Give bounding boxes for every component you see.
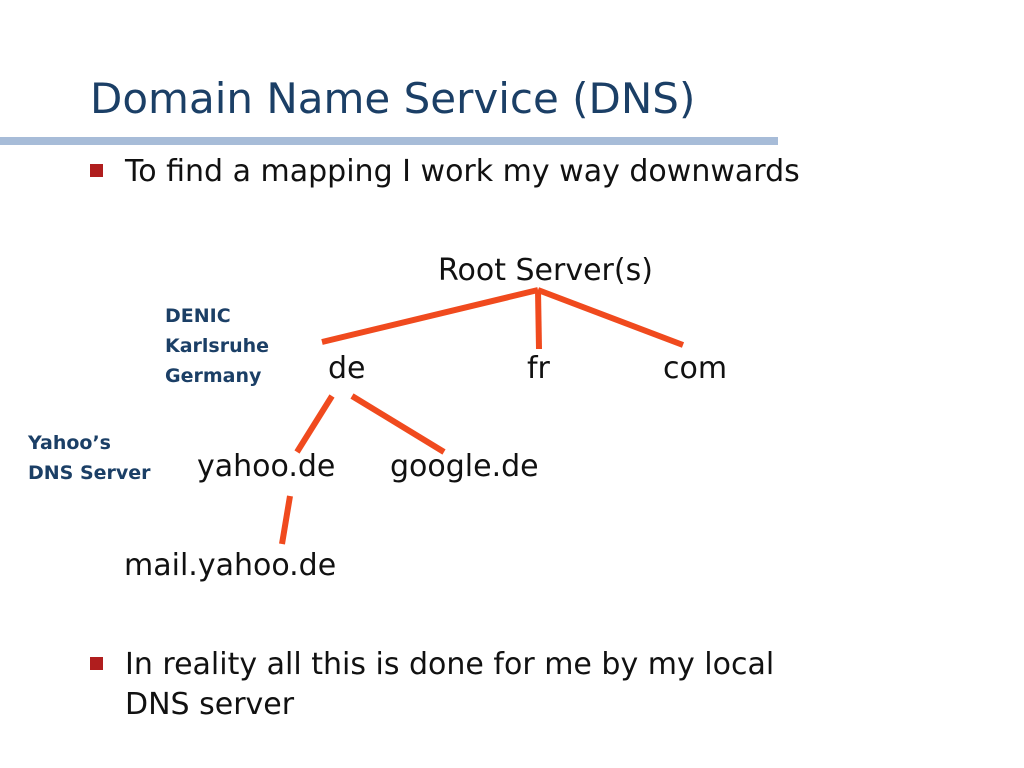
denic-annotation: DENIC Karlsruhe Germany [165, 301, 269, 391]
edge-root-de [321, 287, 539, 345]
slide-title: Domain Name Service (DNS) [90, 74, 696, 123]
bullet-text: To find a mapping I work my way downward… [125, 154, 800, 189]
square-bullet-icon [90, 164, 103, 177]
edge-root-fr [535, 289, 542, 350]
square-bullet-icon [90, 657, 103, 670]
domain-node-yahoo: yahoo.de [197, 449, 336, 484]
annotation-line: Karlsruhe [165, 335, 270, 357]
annotation-line: DENIC [165, 305, 231, 327]
root-server-node: Root Server(s) [438, 253, 653, 288]
bullet-text-line: In reality all this is done for me by my… [125, 647, 775, 682]
edge-root-com [536, 287, 685, 348]
bullet-text: In reality all this is done for me by my… [125, 645, 774, 725]
tld-node-fr: fr [527, 351, 550, 386]
host-node-mail-yahoo: mail.yahoo.de [124, 548, 337, 583]
edge-yahoo-mail [279, 495, 293, 545]
annotation-line: DNS Server [28, 462, 151, 484]
annotation-line: Yahoo’s [28, 432, 111, 454]
title-underline [0, 137, 778, 145]
annotation-line: Germany [165, 365, 262, 387]
edge-de-google [350, 393, 446, 455]
domain-node-google: google.de [390, 449, 539, 484]
bullet-text-line: DNS server [125, 687, 295, 722]
bullet-item: To find a mapping I work my way downward… [90, 152, 800, 192]
yahoo-dns-annotation: Yahoo’s DNS Server [28, 428, 151, 488]
tld-node-com: com [663, 351, 728, 386]
tld-node-de: de [328, 351, 366, 386]
bullet-item: In reality all this is done for me by my… [90, 645, 774, 725]
edge-de-yahoo [294, 394, 335, 454]
